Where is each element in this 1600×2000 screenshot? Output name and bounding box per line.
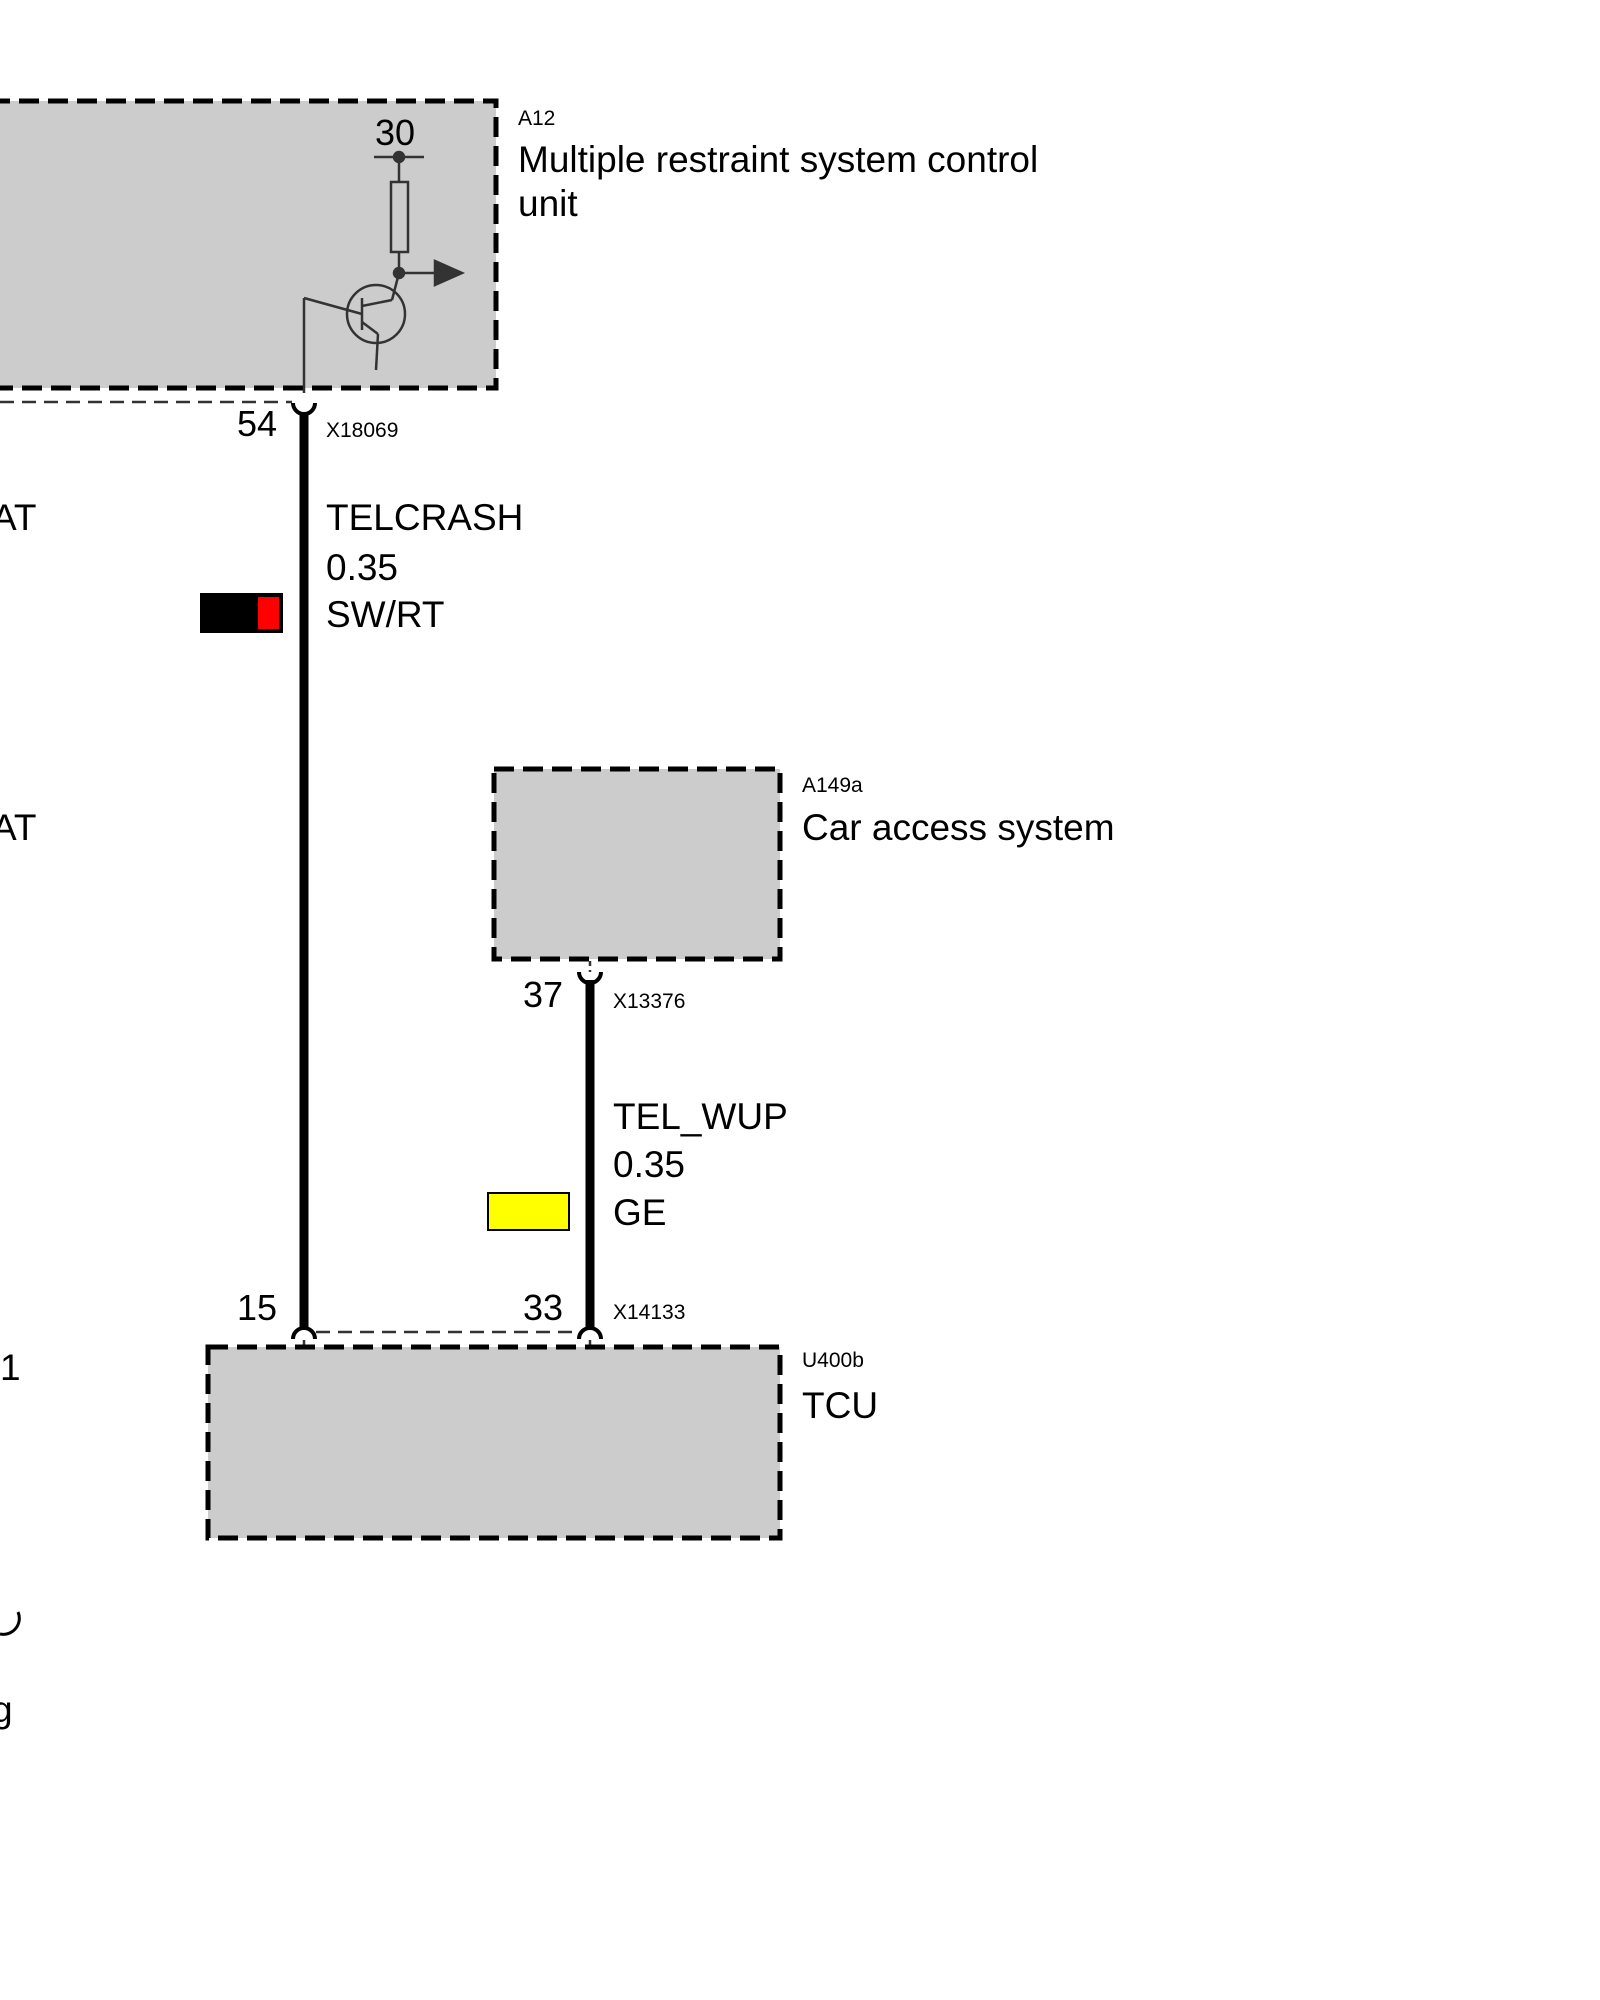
wire-telcrash[interactable]: 54 X18069 TELCRASH 0.35 SW/RT 15 xyxy=(200,402,523,1340)
cropped-left-fragments: AT AT 1 g xyxy=(0,497,37,1730)
pin-33-label: 33 xyxy=(523,1287,563,1328)
transistor-icon xyxy=(345,283,407,345)
pin-33-connector-icon xyxy=(577,1326,603,1340)
a12-internal-circuit xyxy=(302,150,466,393)
component-a149a[interactable]: A149a Car access system xyxy=(491,766,1115,962)
tel-wup-signal-label: TEL_WUP xyxy=(613,1096,788,1137)
component-a12[interactable]: 30 A12 Multiple restraint system control… xyxy=(0,98,1038,393)
left-fragment-3: 1 xyxy=(0,1347,21,1388)
left-fragment-2: AT xyxy=(0,807,37,848)
connector-x18069-label: X18069 xyxy=(326,419,398,442)
pin-15-label: 15 xyxy=(237,1287,277,1328)
pin-54-label: 54 xyxy=(237,403,277,444)
a149a-box[interactable] xyxy=(491,766,783,962)
a12-name-line2: unit xyxy=(518,183,578,224)
component-u400b[interactable]: U400b TCU xyxy=(205,1344,878,1541)
tel-wup-color-label: GE xyxy=(613,1192,666,1233)
resistor-icon xyxy=(389,180,410,254)
telcrash-color-label: SW/RT xyxy=(326,594,445,635)
telcrash-gauge-label: 0.35 xyxy=(326,547,398,588)
left-fragment-4: g xyxy=(0,1689,13,1730)
left-fragment-arc-icon xyxy=(0,1611,21,1636)
a12-name-line1: Multiple restraint system control xyxy=(518,139,1038,180)
telcrash-color-swatch xyxy=(200,593,283,633)
u400b-name: TCU xyxy=(802,1385,878,1426)
connector-x13376-label: X13376 xyxy=(613,990,685,1013)
left-fragment-1: AT xyxy=(0,497,37,538)
a149a-id: A149a xyxy=(802,774,863,797)
pin-37-label: 37 xyxy=(523,974,563,1015)
a149a-name: Car access system xyxy=(802,807,1115,848)
output-arrow-icon xyxy=(433,259,466,287)
tel-wup-gauge-label: 0.35 xyxy=(613,1144,685,1185)
connector-x14133-label: X14133 xyxy=(613,1301,685,1324)
pin-54-connector-icon xyxy=(291,402,317,416)
a12-id: A12 xyxy=(518,107,555,130)
wire-tel-wup[interactable]: 37 X13376 TEL_WUP 0.35 GE 33 X14133 xyxy=(487,961,788,1340)
pin-15-connector-icon xyxy=(291,1326,317,1340)
u400b-box[interactable] xyxy=(205,1344,783,1541)
tel-wup-color-swatch xyxy=(487,1192,570,1231)
a12-box[interactable] xyxy=(0,98,499,391)
pin-37-connector-icon xyxy=(577,971,603,985)
terminal-30-label: 30 xyxy=(375,112,415,153)
telcrash-signal-label: TELCRASH xyxy=(326,497,523,538)
u400b-id: U400b xyxy=(802,1349,864,1372)
